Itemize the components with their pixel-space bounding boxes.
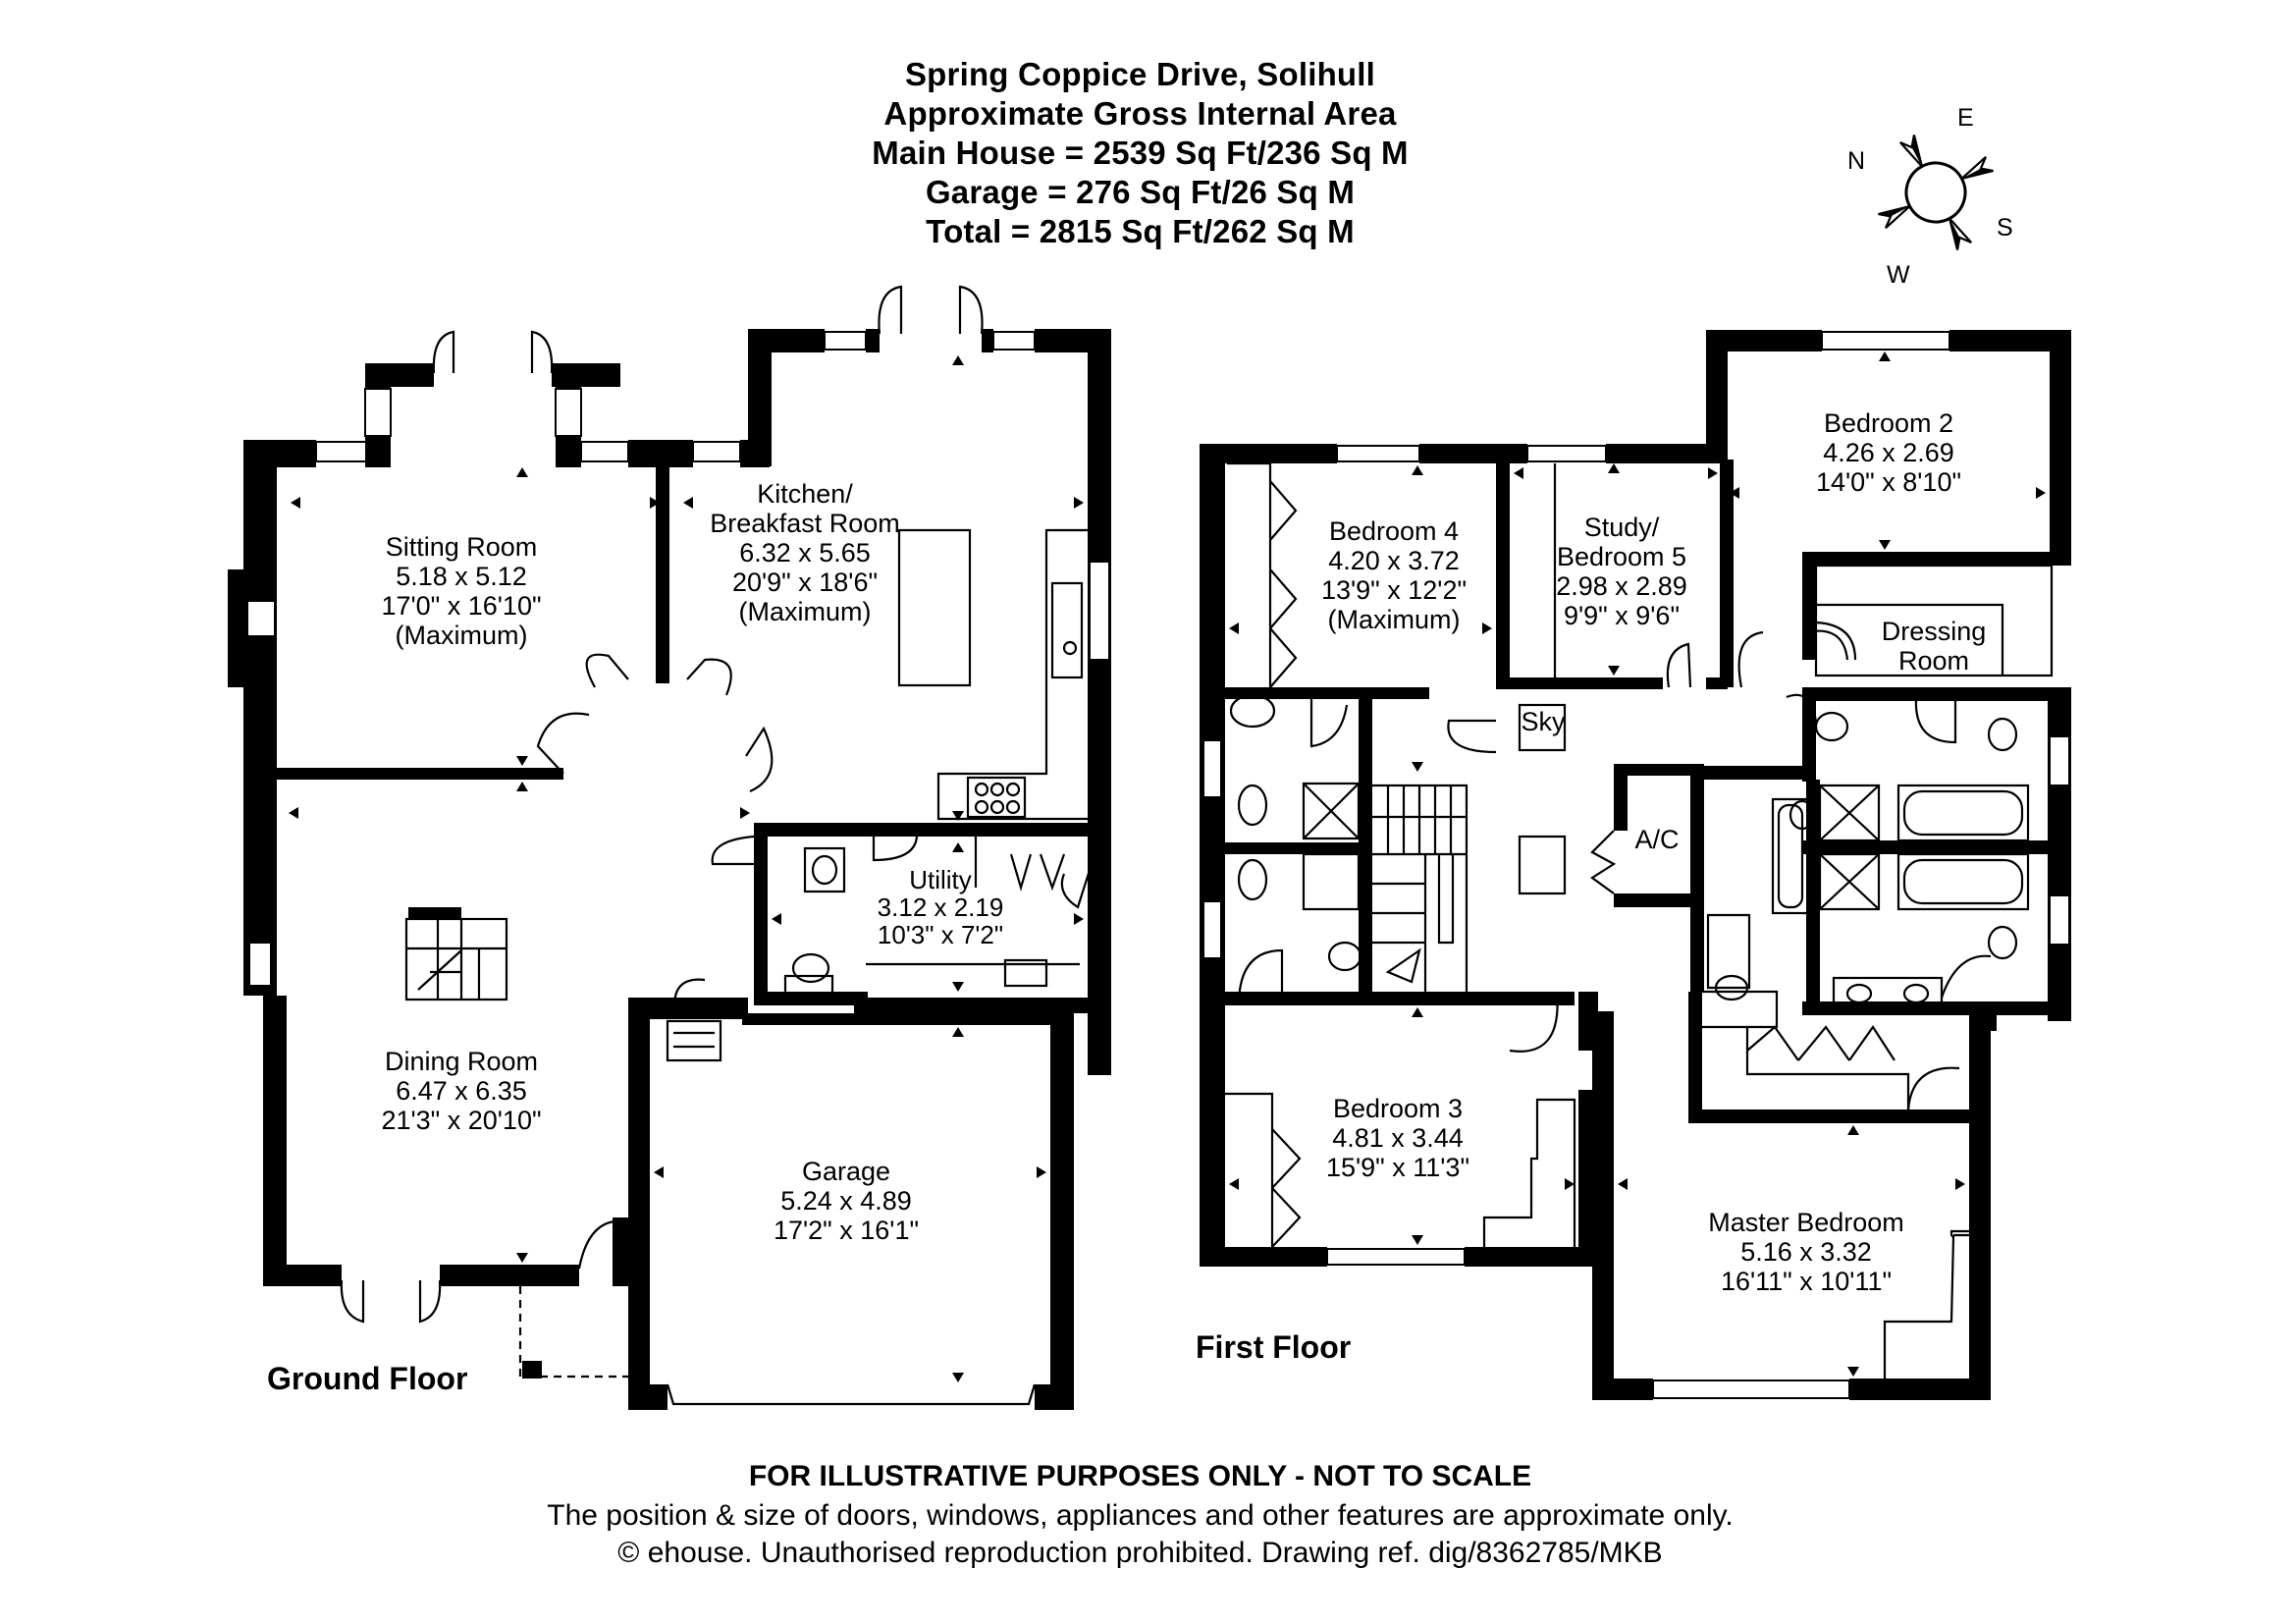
- approximation-note: The position & size of doors, windows, a…: [547, 1499, 1734, 1532]
- room-metric: 6.47 x 6.35: [396, 1076, 527, 1106]
- room-metric: 3.12 x 2.19: [877, 893, 1004, 922]
- total-area: Total = 2815 Sq Ft/262 Sq M: [926, 213, 1355, 249]
- room-note: (Maximum): [738, 597, 872, 626]
- room-dressing: Dressing Room: [1882, 617, 1987, 676]
- room-dining: Dining Room 6.47 x 6.35 21'3" x 20'10": [381, 1047, 541, 1135]
- room-sitting: Sitting Room 5.18 x 5.12 17'0" x 16'10" …: [381, 532, 541, 650]
- room-imperial: 21'3" x 20'10": [381, 1106, 542, 1135]
- room-name: Bedroom 4: [1328, 516, 1460, 546]
- room-study: Study/ Bedroom 5 2.98 x 2.89 9'9" x 9'6": [1556, 513, 1687, 630]
- room-imperial: 17'0" x 16'10": [381, 591, 542, 621]
- room-utility: Utility 3.12 x 2.19 10'3" x 7'2": [878, 866, 1004, 948]
- room-garage: Garage 5.24 x 4.89 17'2" x 16'1": [774, 1157, 919, 1245]
- room-name: Dressing: [1881, 617, 1987, 646]
- label-sky: Sky: [1521, 707, 1566, 736]
- room-name: Kitchen/: [757, 479, 853, 509]
- room-note: (Maximum): [1327, 605, 1461, 634]
- room-imperial: 13'9" x 12'2": [1320, 575, 1468, 605]
- room-name-2: Breakfast Room: [710, 509, 900, 538]
- room-name: Garage: [801, 1157, 891, 1186]
- room-name-2: Room: [1897, 646, 1970, 676]
- compass-rose: [1878, 135, 1994, 250]
- room-name-2: Bedroom 5: [1556, 542, 1687, 571]
- disclaimer-text: FOR ILLUSTRATIVE PURPOSES ONLY - NOT TO …: [748, 1460, 1532, 1492]
- room-kitchen: Kitchen/ Breakfast Room 6.32 x 5.65 20'9…: [710, 479, 900, 626]
- room-imperial: 20'9" x 18'6": [731, 568, 879, 597]
- room-name: Master Bedroom: [1708, 1208, 1904, 1237]
- room-metric: 5.24 x 4.89: [780, 1186, 912, 1216]
- label-ac: A/C: [1634, 825, 1680, 854]
- ground-floor-plan: [228, 285, 1111, 1410]
- room-metric: 5.18 x 5.12: [396, 562, 527, 591]
- room-bedroom-2: Bedroom 2 4.26 x 2.69 14'0" x 8'10": [1816, 408, 1961, 497]
- room-name: Utility: [909, 865, 972, 894]
- room-metric: 4.20 x 3.72: [1328, 546, 1460, 575]
- dimension-arrows: [289, 352, 2046, 1382]
- room-imperial: 16'11" x 10'11": [1720, 1267, 1893, 1296]
- first-floor-label: First Floor: [1196, 1329, 1352, 1365]
- room-metric: 4.81 x 3.44: [1332, 1123, 1464, 1153]
- main-house-area: Main House = 2539 Sq Ft/236 Sq M: [872, 135, 1409, 171]
- room-name: Bedroom 3: [1332, 1094, 1464, 1123]
- room-name: Sitting Room: [385, 532, 538, 562]
- copyright-text: © ehouse. Unauthorised reproduction proh…: [617, 1537, 1663, 1569]
- room-metric: 6.32 x 5.65: [739, 538, 871, 568]
- compass-west-label: W: [1887, 261, 1910, 289]
- ground-floor-label: Ground Floor: [267, 1361, 468, 1396]
- room-note: (Maximum): [395, 621, 528, 650]
- room-bedroom-3: Bedroom 3 4.81 x 3.44 15'9" x 11'3": [1326, 1094, 1469, 1182]
- room-name: Bedroom 2: [1823, 408, 1954, 438]
- room-master-bedroom: Master Bedroom 5.16 x 3.32 16'11" x 10'1…: [1708, 1208, 1904, 1296]
- room-imperial: 17'2" x 16'1": [773, 1216, 920, 1245]
- room-imperial: 9'9" x 9'6": [1563, 601, 1681, 630]
- area-title: Approximate Gross Internal Area: [883, 95, 1397, 132]
- compass-north-label: N: [1847, 147, 1866, 175]
- room-imperial: 14'0" x 8'10": [1815, 467, 1962, 497]
- room-name: Dining Room: [384, 1047, 539, 1076]
- room-metric: 4.26 x 2.69: [1823, 438, 1954, 467]
- compass-east-label: E: [1957, 104, 1974, 132]
- room-metric: 2.98 x 2.89: [1556, 571, 1687, 601]
- room-bedroom-4: Bedroom 4 4.20 x 3.72 13'9" x 12'2" (Max…: [1321, 516, 1467, 634]
- property-address: Spring Coppice Drive, Solihull: [904, 56, 1376, 92]
- room-imperial: 10'3" x 7'2": [877, 920, 1004, 949]
- room-metric: 5.16 x 3.32: [1740, 1237, 1872, 1267]
- first-floor-plan: [1200, 330, 2071, 1400]
- room-imperial: 15'9" x 11'3": [1325, 1153, 1470, 1182]
- room-name: Study/: [1583, 513, 1660, 542]
- compass-south-label: S: [1997, 214, 2013, 242]
- garage-area: Garage = 276 Sq Ft/26 Sq M: [925, 174, 1356, 210]
